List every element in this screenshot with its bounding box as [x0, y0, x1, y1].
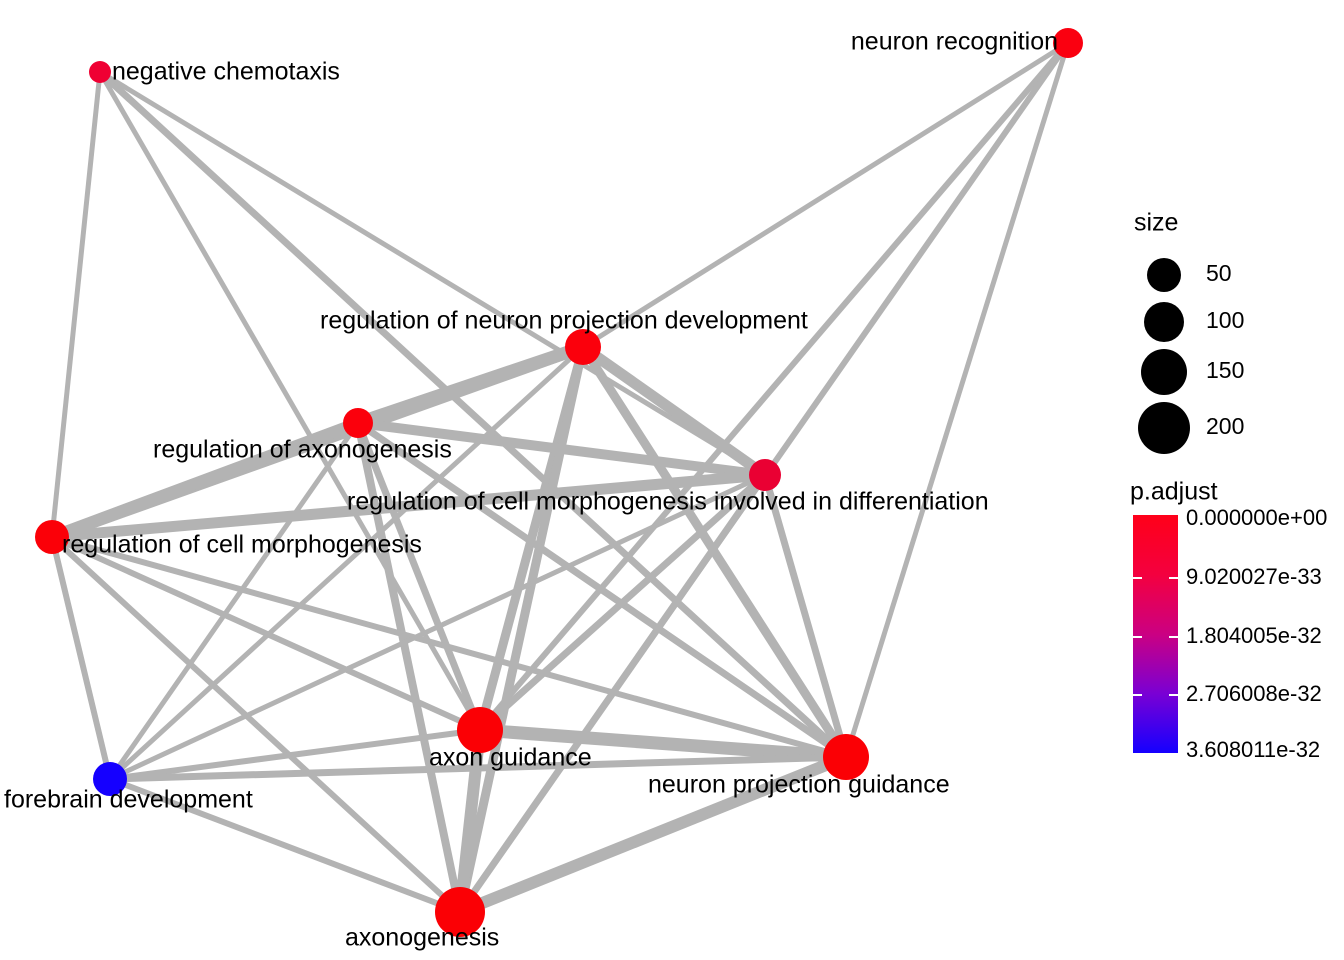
colorbar-tick-label: 0.000000e+00 [1186, 505, 1327, 530]
network-edge [354, 421, 484, 732]
network-edge [97, 70, 483, 732]
node-label-neuron-recognition: neuron recognition [851, 28, 1058, 56]
size-legend-title: size [1134, 209, 1178, 237]
network-edge [107, 421, 361, 781]
network-edge [50, 534, 482, 733]
network-edge [108, 776, 462, 915]
p-adjust-legend-title: p.adjust [1130, 478, 1218, 506]
network-edge [109, 753, 847, 783]
network-node-reg-axonogenesis[interactable] [343, 408, 373, 438]
network-node-reg-cell-morphogenesis-diff[interactable] [749, 459, 781, 491]
p-adjust-colorbar [1133, 515, 1178, 753]
network-edge [579, 342, 769, 480]
network-edge [97, 69, 849, 760]
size-legend-dot-50 [1147, 258, 1181, 292]
network-edge [477, 472, 768, 733]
node-label-reg-cell-morphogenesis-diff: regulation of cell morphogenesis involve… [347, 488, 989, 516]
node-label-neuron-projection-guidance: neuron projection guidance [648, 771, 950, 799]
network-edge [109, 727, 481, 782]
colorbar-tick-label: 2.706008e-32 [1186, 681, 1322, 706]
size-legend-label-200: 200 [1206, 413, 1244, 439]
network-edge [479, 723, 847, 764]
network-edge [457, 472, 768, 915]
network-edge [761, 474, 850, 758]
network-edge [454, 729, 486, 913]
network-node-neuron-recognition[interactable] [1053, 28, 1083, 58]
edges-layer [49, 40, 1071, 918]
node-label-negative-chemotaxis: negative chemotaxis [112, 58, 340, 86]
size-legend-dot-100 [1144, 302, 1184, 342]
node-label-reg-axonogenesis: regulation of axonogenesis [153, 436, 452, 464]
network-edge [49, 71, 103, 538]
network-edge [581, 40, 1070, 350]
colorbar-tick-label: 1.804005e-32 [1186, 623, 1322, 648]
network-node-axon-guidance[interactable] [457, 707, 503, 753]
node-label-reg-cell-morphogenesis: regulation of cell morphogenesis [62, 531, 422, 559]
node-label-axonogenesis: axonogenesis [345, 924, 499, 952]
size-legend: size 50 100 150 200 [1134, 209, 1244, 454]
network-edge [49, 534, 463, 915]
network-edge [49, 536, 113, 780]
network-node-reg-cell-morphogenesis[interactable] [35, 520, 69, 554]
network-node-neuron-projection-guidance[interactable] [823, 734, 869, 780]
network-edge [98, 69, 767, 478]
network-edge [108, 345, 585, 781]
colorbar-tick-label: 3.608011e-32 [1186, 737, 1320, 762]
node-label-forebrain-development: forebrain development [4, 786, 253, 814]
size-legend-dot-150 [1141, 349, 1187, 395]
node-labels-layer: negative chemotaxis neuron recognition reg… [4, 28, 1058, 952]
network-edge [357, 418, 766, 480]
network-node-reg-neuron-projection-development[interactable] [565, 329, 601, 365]
size-legend-label-150: 150 [1206, 357, 1244, 383]
node-label-reg-neuron-projection-development: regulation of neuron projection developm… [320, 307, 808, 335]
node-label-axon-guidance: axon guidance [429, 744, 592, 772]
colorbar-tick-label: 9.020027e-33 [1186, 564, 1322, 589]
network-edge [457, 751, 849, 918]
network-edge [455, 346, 588, 913]
network-edge [477, 41, 1071, 732]
nodes-layer [35, 28, 1083, 937]
network-node-negative-chemotaxis[interactable] [89, 61, 111, 83]
network-edge [108, 472, 767, 782]
network-node-forebrain-development[interactable] [93, 762, 127, 796]
size-legend-dot-200 [1138, 402, 1190, 454]
network-edge [843, 42, 1071, 758]
network-edge [356, 420, 848, 760]
network-edge [51, 534, 847, 760]
size-legend-label-100: 100 [1206, 307, 1244, 333]
network-edge [51, 469, 766, 543]
network-node-axonogenesis[interactable] [435, 887, 485, 937]
size-legend-label-50: 50 [1206, 260, 1232, 286]
network-edge [49, 417, 361, 543]
